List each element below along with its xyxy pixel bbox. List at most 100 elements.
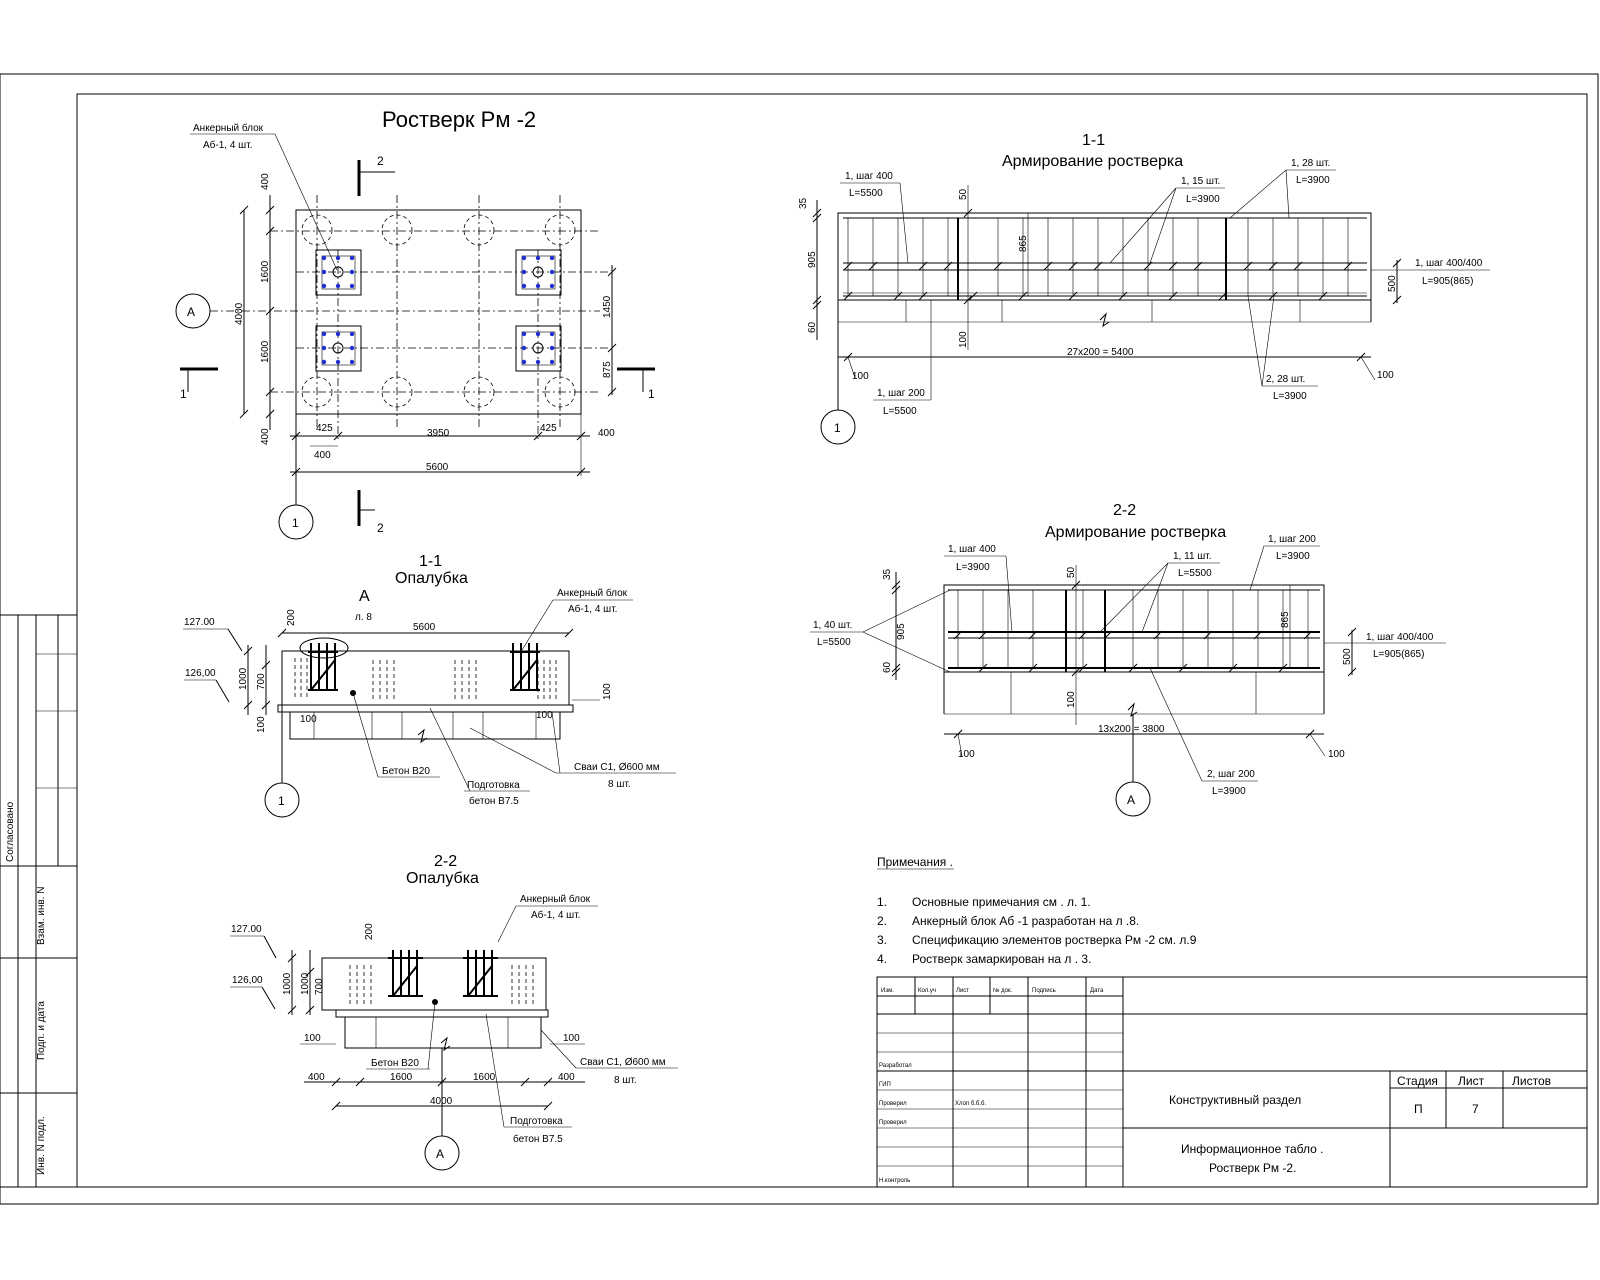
s11-form-num: 1-1 <box>419 553 442 570</box>
section-mark-2-bottom: 2 <box>377 521 384 535</box>
s22-form-axis-a: А <box>436 1147 444 1161</box>
tb-row-value: Хлоп б.б.б. <box>955 1101 986 1107</box>
tb-col-doc: № док. <box>993 987 1013 994</box>
s22-dim-4000: 4000 <box>430 1096 453 1107</box>
s22-dim-35: 35 <box>882 568 893 580</box>
s22-dim-905: 905 <box>896 623 907 640</box>
plan-dim-875: 875 <box>602 361 613 378</box>
s22-dim-1600-left: 1600 <box>390 1072 413 1083</box>
plan-dim-400-top: 400 <box>260 173 271 190</box>
s11-bar-e2: L=5500 <box>883 406 917 417</box>
s11-dim-100-vert: 100 <box>958 331 969 348</box>
tb-sheet-value: 7 <box>1472 1102 1479 1116</box>
s11-anchor-1: Анкерный блок <box>557 587 628 599</box>
plan-anchor-label-1: Анкерный блок <box>193 122 264 134</box>
s11-bar-d2: L=905(865) <box>1422 276 1473 287</box>
plan-dim-400-left: 400 <box>314 450 331 461</box>
s22-bar-d1: 1, шаг 400/400 <box>1366 632 1434 643</box>
s11-dim-100-right: 100 <box>602 683 613 700</box>
s22-dim-1600-right: 1600 <box>473 1072 496 1083</box>
s11-bar-a1: 1, шаг 400 <box>845 171 893 182</box>
s11-piles-2: 8 шт. <box>608 779 631 790</box>
note-4-text: Ростверк замаркирован на л . 3. <box>912 952 1091 966</box>
s11-dim-100-right: 100 <box>1377 370 1394 381</box>
s22-bar-b1: 1, 11 шт. <box>1173 551 1212 562</box>
s22-bar-d2: L=905(865) <box>1373 649 1424 660</box>
s22-bar-c1: 1, шаг 200 <box>1268 534 1316 545</box>
s11-bar-d1: 1, шаг 400/400 <box>1415 258 1483 269</box>
s22-dim-200: 200 <box>364 923 375 940</box>
plan-dim-1600-bottom: 1600 <box>260 340 271 363</box>
plan-axis-a: А <box>187 305 195 319</box>
s11-dim-span: 27х200 = 5400 <box>1067 347 1134 358</box>
section-1-1-reinforcement: 1-1 Армирование ростверка <box>798 132 1490 445</box>
s22-dim-100-left: 100 <box>304 1033 321 1044</box>
tb-row-head: Н.контроль <box>879 1178 910 1184</box>
note-3-num: 3. <box>877 933 887 947</box>
tb-col-sign: Подпись <box>1032 988 1056 994</box>
section-mark-2-top: 2 <box>377 154 384 168</box>
tb-row-developed: Разработал <box>879 1063 912 1069</box>
note-3-text: Спецификацию элементов ростверка Рм -2 с… <box>912 933 1197 947</box>
s22-dim-100-right: 100 <box>563 1033 580 1044</box>
tb-name-1: Информационное табло . <box>1181 1142 1323 1156</box>
s22-dim-100-right: 100 <box>1328 749 1345 760</box>
s22-anchor-2: Аб-1, 4 шт. <box>531 909 580 921</box>
s22-elev-top: 127.00 <box>231 924 262 935</box>
s11-dim-100-left: 100 <box>256 716 267 733</box>
s22-dim-1000: 1000 <box>282 972 293 995</box>
s11-form-title: Опалубка <box>395 570 468 587</box>
s11-bar-b2: L=3900 <box>1186 194 1220 205</box>
plan-anchor-blocks <box>315 249 562 372</box>
s11-bar-b1: 1, 15 шт. <box>1181 176 1220 187</box>
tb-col-izm: Изм. <box>881 988 894 994</box>
tb-section: Конструктивный раздел <box>1169 1093 1301 1107</box>
s22-piles-1: Сваи С1, Ø600 мм <box>580 1057 666 1068</box>
plan-dim-3950: 3950 <box>427 428 450 439</box>
s11-dim-50: 50 <box>958 188 969 200</box>
s22-dim-100-vert: 100 <box>1066 691 1077 708</box>
plan-dim-400-bottom: 400 <box>260 428 271 445</box>
notes-block: Примечания . 1. Основные примечания см .… <box>877 855 1197 966</box>
s22-dim-500: 500 <box>1342 648 1353 665</box>
agreed-label: Согласовано <box>5 801 16 862</box>
s22-prep-2: бетон В7.5 <box>513 1133 563 1145</box>
s11-bar-a2: L=5500 <box>849 188 883 199</box>
tb-sheets-header: Листов <box>1512 1074 1551 1088</box>
s22-bar-e2: L=5500 <box>817 637 851 648</box>
s11-form-node-sheet: л. 8 <box>355 612 372 623</box>
s11-form-node-a: А <box>359 588 370 605</box>
s22-stirrups <box>957 590 1309 668</box>
s11-dim-1000: 1000 <box>238 667 249 690</box>
tb-name-2: Ростверк Рм -2. <box>1209 1161 1296 1175</box>
s22-bar-f2: L=3900 <box>1212 786 1246 797</box>
plan-view: Ростверк Рм -2 Анкерный блок Аб-1, 4 шт.… <box>175 107 655 540</box>
s11-elev-bot: 126,00 <box>185 668 216 679</box>
s11-dim-5600: 5600 <box>413 622 436 633</box>
note-2-text: Анкерный блок Аб -1 разработан на л .8. <box>912 914 1139 928</box>
s11-prep-1: Подготовка <box>467 780 520 791</box>
s22-form-num: 2-2 <box>434 853 457 870</box>
section-mark-1-right: 1 <box>648 387 655 401</box>
s22-form-title: Опалубка <box>406 870 479 887</box>
s11-form-axis-1: 1 <box>278 794 285 808</box>
inv-repl-label: Взам. инв. N <box>36 887 47 945</box>
s11-reinf-title: Армирование ростверка <box>1002 153 1183 170</box>
s22-reinf-title: Армирование ростверка <box>1045 524 1226 541</box>
plan-dim-425-right: 425 <box>540 423 557 434</box>
s11-stirrups <box>847 218 1349 296</box>
s11-concrete: Бетон В20 <box>382 766 430 777</box>
sign-date-label: Подп. и дата <box>36 1001 47 1060</box>
note-1-num: 1. <box>877 895 887 909</box>
s11-prep-2: бетон В7.5 <box>469 795 519 807</box>
s22-dim-50: 50 <box>1066 566 1077 578</box>
outer-frame <box>0 73 1599 1205</box>
s11-dim-200: 200 <box>286 609 297 626</box>
s11-elev-top: 127.00 <box>184 617 215 628</box>
s22-dim-400-right: 400 <box>558 1072 575 1083</box>
s11-dim-60: 60 <box>807 321 818 333</box>
plan-dim-1450: 1450 <box>602 295 613 318</box>
section-1-1-formwork: 1-1 Опалубка А л. 8 Анкерный блок Аб-1, … <box>183 553 676 818</box>
s22-dim-1000b: 1000 <box>300 972 311 995</box>
tb-row-gip: ГИП <box>879 1082 891 1088</box>
